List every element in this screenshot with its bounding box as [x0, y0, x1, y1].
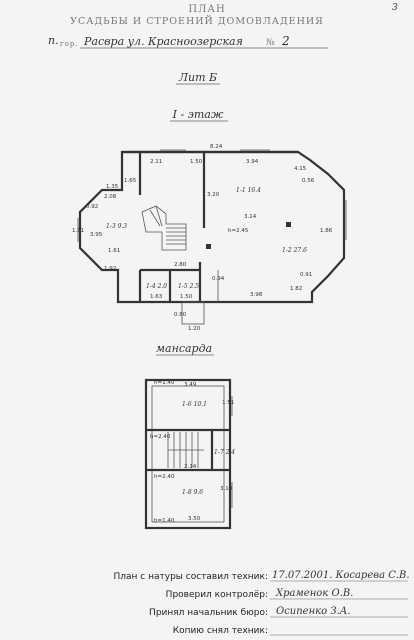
stair-f1	[141, 205, 187, 251]
page-number: 3	[392, 3, 398, 13]
svg-text:1-7 2.4: 1-7 2.4	[214, 449, 235, 456]
svg-text:1.92: 1.92	[104, 266, 116, 272]
svg-text:1.35: 1.35	[106, 184, 119, 190]
svg-text:1-6 10.1: 1-6 10.1	[182, 401, 207, 408]
svg-text:1.63: 1.63	[150, 294, 163, 300]
address-prefix: гор.	[60, 40, 79, 48]
sig-value-2: Храменок О.В.	[275, 588, 353, 599]
svg-text:h=1.40: h=1.40	[154, 380, 175, 386]
sig-label-4: Копию снял техник:	[173, 626, 268, 636]
svg-text:h=2.40: h=2.40	[154, 474, 175, 480]
floor1-title: I - этаж	[172, 108, 224, 121]
document-subtitle: УСАДЬБЫ И СТРОЕНИЙ ДОМОВЛАДЕНИЯ	[70, 15, 324, 27]
svg-text:0.92: 0.92	[86, 204, 98, 210]
svg-text:1.20: 1.20	[188, 326, 201, 332]
svg-text:3.20: 3.20	[207, 192, 220, 198]
svg-text:1.51: 1.51	[222, 400, 234, 406]
document-title: ПЛАН	[188, 4, 225, 15]
svg-text:1-4 2.0: 1-4 2.0	[146, 283, 167, 290]
stair-f2	[167, 432, 204, 468]
svg-text:0.56: 0.56	[302, 178, 315, 184]
svg-text:8.24: 8.24	[210, 144, 223, 150]
svg-text:2.08: 2.08	[104, 194, 117, 200]
number-label: №	[266, 38, 276, 48]
svg-text:1.61: 1.61	[108, 248, 120, 254]
svg-text:h=2.40: h=2.40	[150, 434, 171, 440]
svg-text:2.80: 2.80	[174, 262, 187, 268]
svg-text:1.65: 1.65	[124, 178, 137, 184]
svg-text:2.14: 2.14	[184, 464, 197, 470]
lit-label: Лит Б	[178, 71, 217, 84]
address-prefix-hand: п.	[48, 34, 59, 47]
signatures: План с натуры составил техник: 17.07.200…	[114, 570, 410, 636]
svg-text:3.98: 3.98	[250, 292, 263, 298]
svg-text:1.50: 1.50	[190, 159, 203, 165]
svg-text:h=1.40: h=1.40	[154, 518, 175, 524]
svg-text:1.50: 1.50	[180, 294, 193, 300]
sig-value-1: 17.07.2001. Косарева С.В.	[272, 570, 410, 581]
floor2-plan	[144, 378, 233, 530]
sig-label-2: Проверил контролёр:	[166, 590, 268, 600]
svg-text:1.82: 1.82	[290, 286, 302, 292]
svg-text:1.86: 1.86	[320, 228, 333, 234]
number-value: 2	[281, 34, 290, 48]
svg-text:1-2 27.6: 1-2 27.6	[282, 247, 307, 254]
svg-text:1-5 2.5: 1-5 2.5	[178, 283, 199, 290]
floor2-title: мансарда	[156, 342, 212, 355]
sig-label-1: План с натуры составил техник:	[114, 572, 268, 582]
svg-text:4.15: 4.15	[294, 166, 307, 172]
svg-text:3.50: 3.50	[188, 516, 201, 522]
svg-text:1-1 16.4: 1-1 16.4	[236, 187, 261, 194]
floor2-dimensions: h=1.40 3.49 1.51 h=2.40 2.14 h=2.40 h=1.…	[150, 380, 235, 524]
svg-text:1.81: 1.81	[72, 228, 84, 234]
svg-text:0.94: 0.94	[212, 276, 225, 282]
svg-text:3.49: 3.49	[184, 382, 197, 388]
svg-text:3.94: 3.94	[246, 159, 259, 165]
svg-text:3.95: 3.95	[90, 232, 103, 238]
svg-text:1-8 9.6: 1-8 9.6	[182, 489, 203, 496]
svg-text:3.14: 3.14	[244, 214, 257, 220]
svg-text:0.80: 0.80	[174, 312, 187, 318]
svg-text:3.19: 3.19	[220, 486, 233, 492]
floor1-plan	[77, 149, 347, 325]
svg-text:2.11: 2.11	[150, 159, 162, 165]
svg-text:0.91: 0.91	[300, 272, 312, 278]
svg-text:h=2.45: h=2.45	[228, 228, 249, 234]
floor1-dimensions: 8.24 1.50 2.11 3.94 3.20 4.15 1.35 1.65 …	[72, 144, 333, 332]
sig-label-3: Принял начальник бюро:	[149, 608, 268, 618]
address-value: Расвра ул. Красноозерская	[83, 35, 243, 48]
svg-text:1-3 9.3: 1-3 9.3	[106, 223, 127, 230]
sig-value-3: Осипенко З.А.	[276, 606, 351, 617]
